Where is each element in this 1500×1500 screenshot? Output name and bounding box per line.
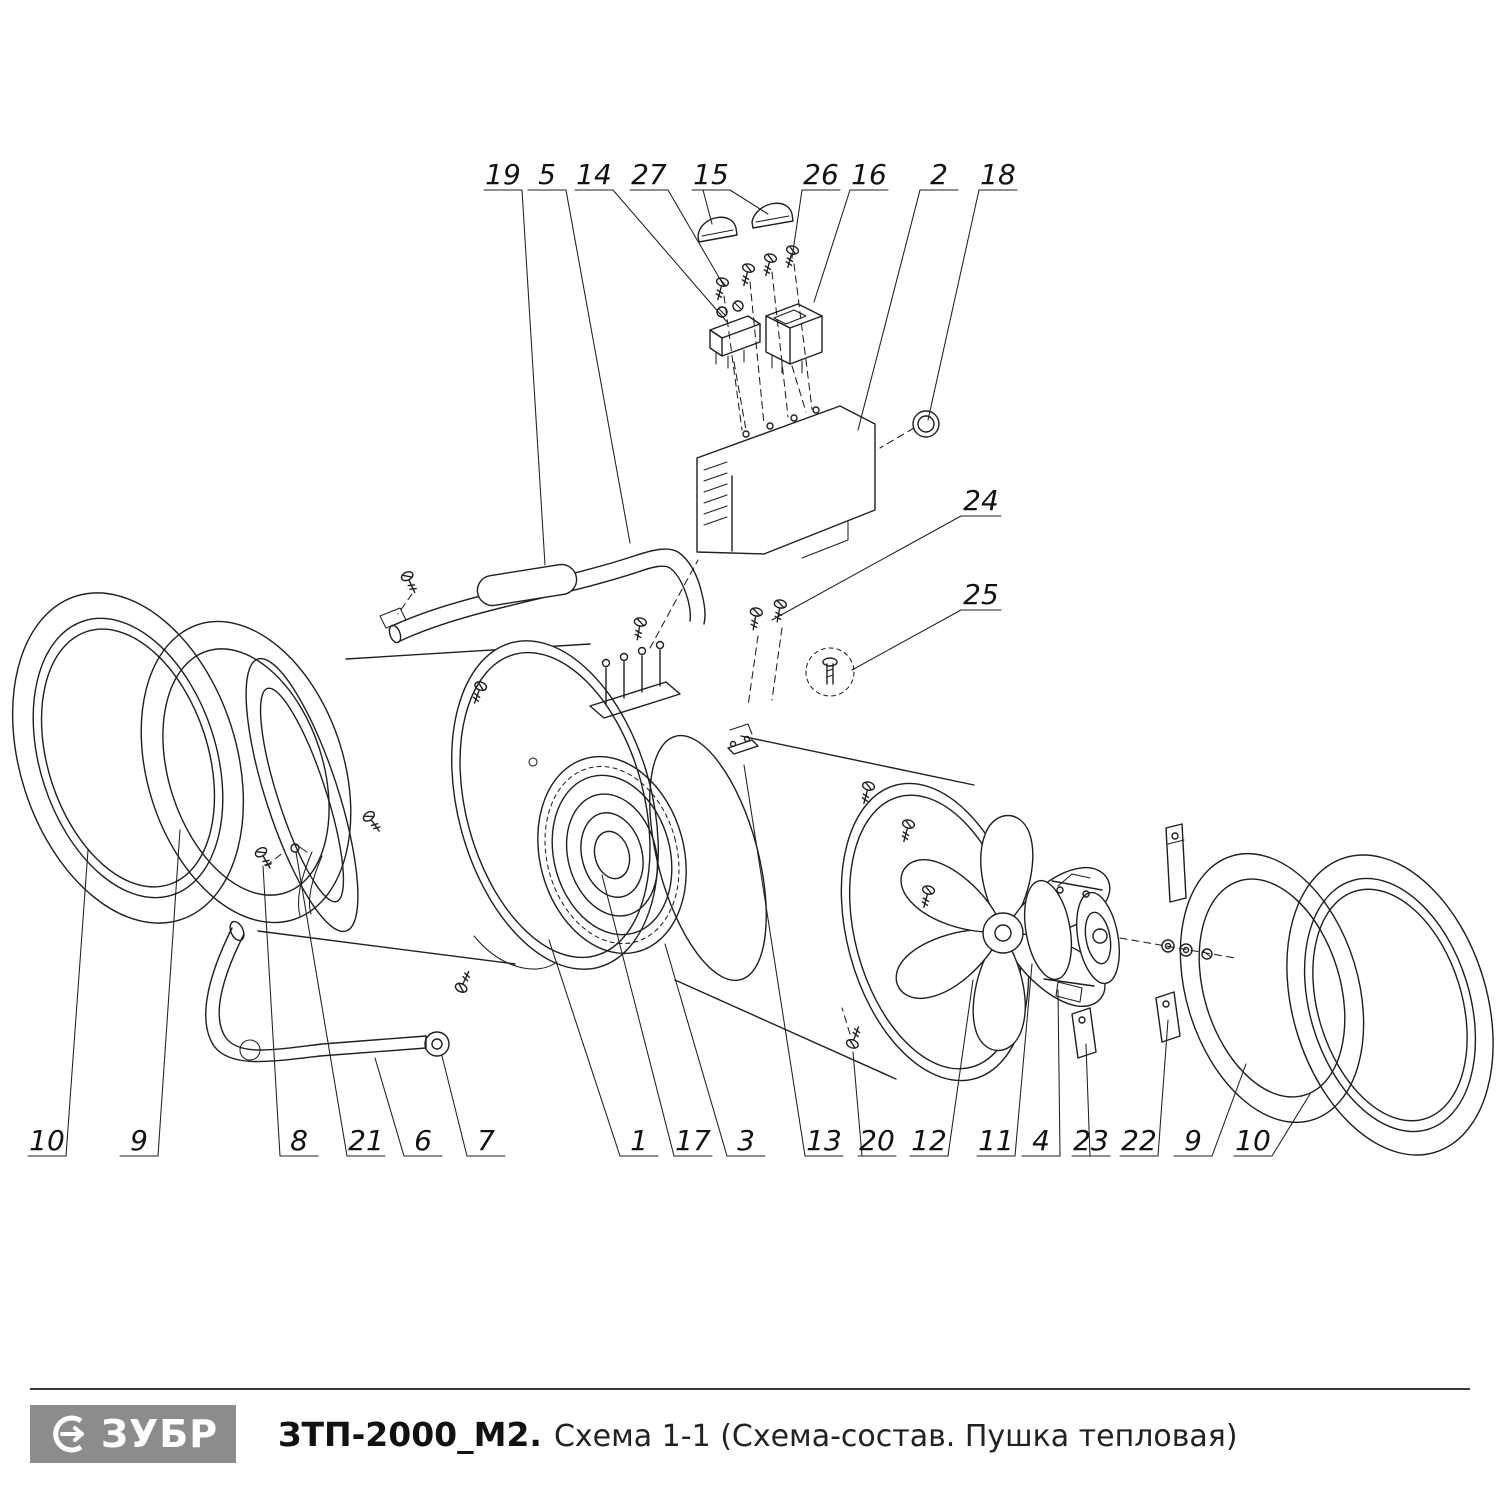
callout-23: 23 [1073,1124,1109,1157]
thermostat [727,723,759,755]
cover-screws [711,243,813,431]
callout-25: 25 [963,578,999,611]
callout-9-left: 9 [130,1124,148,1157]
callout-21: 21 [348,1124,384,1157]
dome-caps [697,202,794,243]
callout-19: 19 [485,158,521,191]
footer: ЗУБР ЗТП-2000_М2. Схема 1-1 (Схема-соста… [30,1388,1470,1463]
callout-1: 1 [630,1124,648,1157]
callout-22: 22 [1121,1124,1157,1157]
housing-screws [253,569,937,1051]
zubr-logo-icon [53,1415,84,1453]
callout-13: 13 [806,1124,842,1157]
model-code: ЗТП-2000_М2. [278,1414,542,1454]
callout-27: 27 [631,158,667,191]
schema-subtitle: Схема 1-1 (Схема-состав. Пушка тепловая) [553,1418,1238,1454]
leader-lines [27,189,1311,1157]
callout-2: 2 [930,158,948,191]
callout-18: 18 [980,158,1016,191]
cap-nut [879,410,940,449]
callout-24: 24 [963,484,999,517]
stand-frame [205,851,450,1063]
terminal-block [589,559,699,719]
callout-17: 17 [675,1124,711,1157]
callout-10-right: 10 [1235,1124,1271,1157]
rear-ring-inner [1179,852,1365,1124]
callout-4: 4 [1032,1124,1050,1157]
callout-8: 8 [290,1124,308,1157]
callout-9-right: 9 [1184,1124,1202,1157]
callout-16: 16 [851,158,887,191]
callout-12: 12 [911,1124,947,1157]
callout-10-left: 10 [29,1124,65,1157]
callout-labels: 19 5 14 27 15 26 16 2 18 24 25 10 9 8 21… [29,158,1271,1157]
motor [1023,873,1120,1003]
mounting-brackets [1071,823,1187,1059]
callout-5: 5 [538,158,556,191]
callout-15: 15 [693,158,729,191]
callout-14: 14 [576,158,612,191]
rear-ring-outer [1286,854,1494,1156]
handle [379,548,706,644]
rocker-switch [765,303,823,413]
fan-blade [895,815,1111,1051]
callout-11: 11 [978,1124,1014,1157]
callout-6: 6 [414,1124,432,1157]
logo-text: ЗУБР [100,1412,219,1456]
heating-element [537,755,687,955]
detail-circle [805,647,855,697]
callout-3: 3 [737,1124,755,1157]
document-title: ЗТП-2000_М2. Схема 1-1 (Схема-состав. Пу… [278,1415,1238,1454]
zubr-logo: ЗУБР [30,1405,236,1463]
front-ring-outer [11,592,245,924]
terminal-connector [709,300,761,431]
callout-20: 20 [859,1124,895,1157]
main-housing [451,640,659,970]
callout-7: 7 [477,1124,495,1157]
control-cover [696,405,876,559]
callout-26: 26 [803,158,839,191]
front-ring-inner [140,620,352,924]
assembly-axis [1119,937,1236,960]
